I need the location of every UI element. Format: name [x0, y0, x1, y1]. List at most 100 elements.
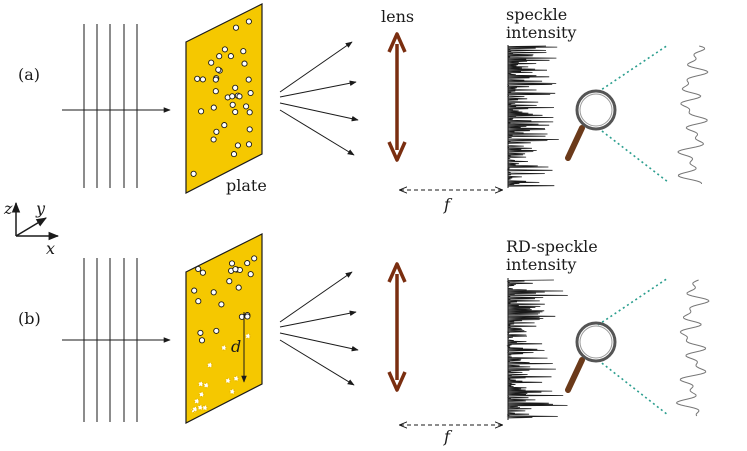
scatterer — [232, 84, 239, 91]
scatterer — [232, 108, 239, 116]
scatterer — [234, 142, 241, 149]
scatterer — [199, 76, 206, 83]
displaced-scatterer — [220, 344, 227, 351]
scattered-rays-b — [279, 271, 359, 386]
zoomed-trace-a — [677, 45, 709, 185]
scatterer — [251, 255, 258, 262]
speckle-title-line2: intensity — [506, 23, 576, 42]
scattered-rays-a — [279, 41, 359, 156]
displaced-scatterer — [224, 377, 231, 384]
scatterer — [245, 141, 253, 148]
scatterer — [232, 24, 240, 31]
scatterer — [246, 109, 253, 116]
scatterer — [247, 271, 254, 278]
zoom-line-bottom-b — [597, 359, 669, 416]
scatterer — [195, 265, 202, 273]
displaced-scatterer — [193, 398, 200, 405]
scatterer — [198, 337, 206, 344]
scatterer — [241, 60, 248, 67]
scatterer — [210, 104, 217, 111]
scatterer — [191, 287, 198, 294]
scatterer — [208, 59, 215, 66]
scatterer — [216, 53, 223, 60]
scatterer — [197, 329, 204, 336]
plate-b-scatterers — [191, 255, 258, 344]
scatterer — [235, 284, 242, 291]
panel-a-label: (a) — [18, 65, 40, 84]
zoomed-trace-b — [675, 279, 710, 417]
displacement-label: d — [231, 337, 241, 356]
plate-a — [185, 3, 263, 194]
magnifier-icon — [565, 321, 617, 393]
scatterer — [245, 18, 252, 25]
speckle-trace-a — [506, 45, 559, 187]
panel-b-label: (b) — [18, 309, 41, 328]
displaced-scatterer — [197, 404, 204, 411]
displaced-scatterer — [233, 375, 240, 382]
panel-b: (b) d f RD-speckle intensity — [18, 233, 710, 446]
scatterer — [212, 88, 219, 95]
lens-a — [387, 32, 407, 162]
scatterer — [213, 327, 220, 334]
scatterer — [240, 48, 247, 55]
scatterer — [247, 89, 254, 97]
scatterer — [236, 93, 243, 100]
displaced-scatterer — [229, 388, 236, 395]
coordinate-axes: z y x — [3, 199, 60, 258]
zoom-line-top-b — [597, 277, 669, 326]
scatterer — [221, 46, 228, 53]
scatterer — [210, 136, 217, 143]
displaced-scatterer — [191, 406, 198, 413]
scatterer — [212, 76, 219, 83]
speckle-title-line1: speckle — [506, 5, 567, 24]
scatterer — [228, 260, 236, 267]
displaced-scatterer — [201, 404, 208, 411]
scatterer — [244, 260, 251, 267]
wavefronts-a — [83, 24, 138, 188]
displaced-scatterer — [203, 382, 210, 389]
scatterer — [229, 93, 236, 100]
scatterer — [230, 151, 238, 158]
displaced-scatterer — [198, 391, 205, 398]
plate-a-scatterers — [190, 18, 254, 177]
scatterer — [227, 53, 234, 60]
scatterer — [195, 298, 202, 305]
scatterer — [198, 108, 205, 115]
focal-label-b: f — [443, 427, 453, 446]
speckle-trace-b — [506, 279, 568, 419]
scatterer — [243, 103, 250, 110]
zoom-line-top-a — [597, 44, 669, 93]
scatterer — [199, 269, 206, 276]
scatterer — [244, 313, 251, 320]
scatterer — [226, 278, 233, 285]
scatterer — [245, 76, 252, 83]
scatterer — [210, 289, 217, 296]
panel-a: (a) plate lens f — [18, 3, 709, 214]
scatterer — [232, 266, 239, 273]
plate-b — [185, 233, 263, 424]
focal-label-a: f — [443, 195, 453, 214]
scatterer — [190, 170, 197, 177]
zoom-line-bottom-a — [597, 127, 669, 183]
scatterer — [215, 66, 222, 73]
axis-y-label: y — [35, 199, 46, 218]
scatterer — [221, 122, 228, 129]
axis-x-label: x — [46, 239, 55, 258]
scatterer — [213, 128, 220, 135]
displaced-scatterer — [244, 333, 251, 340]
plate-label: plate — [226, 176, 267, 195]
displaced-scatterer — [197, 381, 204, 388]
lens-label: lens — [381, 7, 414, 26]
scatterer — [218, 301, 225, 308]
axis-z-label: z — [3, 199, 13, 218]
displaced-scatterer — [206, 362, 213, 369]
lens-b — [387, 262, 407, 392]
scatterer — [246, 126, 253, 133]
scatterer — [194, 75, 201, 82]
rd-speckle-title-line2: intensity — [506, 255, 576, 274]
scatterer — [229, 101, 236, 108]
magnifier-icon — [565, 89, 617, 161]
rd-speckle-title-line1: RD-speckle — [506, 237, 598, 256]
